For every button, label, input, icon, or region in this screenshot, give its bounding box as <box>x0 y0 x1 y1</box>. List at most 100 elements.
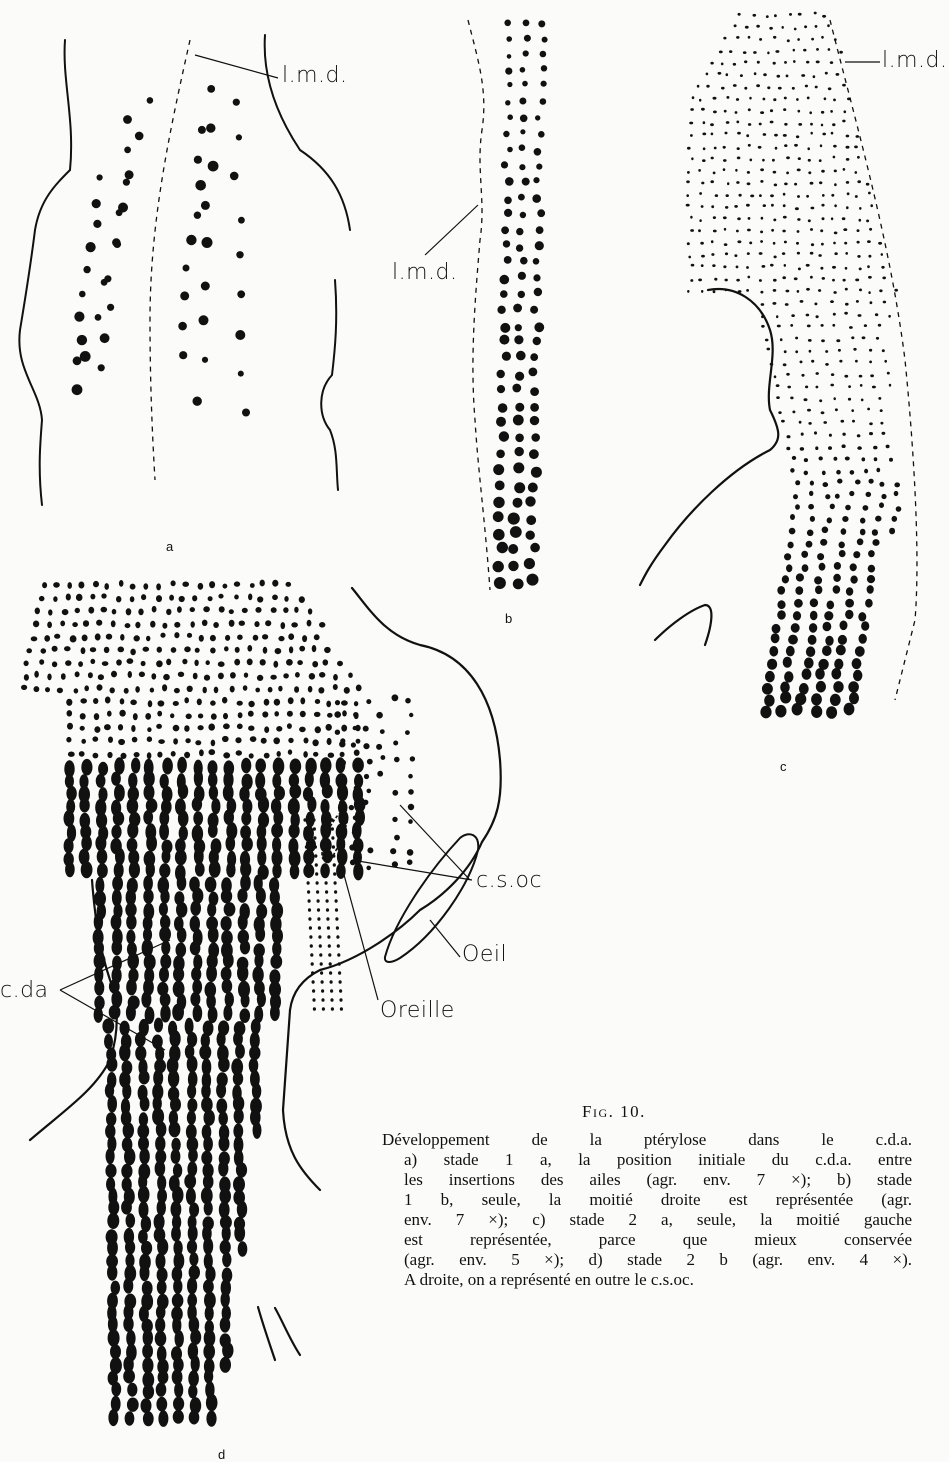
feather-dot <box>767 659 777 670</box>
feather-dot <box>206 965 217 982</box>
feather-dot <box>124 147 131 154</box>
feather-dot <box>806 541 813 548</box>
feather-dot <box>770 363 774 366</box>
feather-dot <box>727 182 729 185</box>
feather-dot <box>805 386 808 389</box>
feather-dot <box>223 723 230 729</box>
feather-dot <box>287 723 292 729</box>
feather-dot <box>84 685 89 691</box>
feather-dot <box>199 749 204 756</box>
feather-dot <box>26 648 32 653</box>
feather-dot <box>838 635 847 645</box>
feather-dot <box>97 174 103 180</box>
feather-dot <box>193 673 198 680</box>
feather-dot <box>794 183 797 186</box>
feather-dot <box>320 962 323 966</box>
feather-dot <box>738 290 742 293</box>
feather-dot <box>747 229 751 232</box>
feather-dot <box>147 736 152 742</box>
feather-dot <box>700 242 704 245</box>
feather-dot <box>831 194 834 197</box>
feather-dot <box>202 357 208 363</box>
feather-dot <box>201 1084 211 1099</box>
feather-dot <box>107 304 114 311</box>
feather-dot <box>177 757 187 773</box>
feather-dot <box>208 927 219 944</box>
feather-dot <box>764 695 774 707</box>
feather-dot <box>237 701 243 706</box>
feather-dot <box>312 998 315 1002</box>
feather-dot <box>857 434 861 437</box>
feather-dot <box>333 684 338 690</box>
feather-dot <box>712 264 715 267</box>
feather-dot <box>843 168 846 171</box>
feather-dot <box>754 72 757 75</box>
feather-dot <box>894 289 898 292</box>
feather-dot <box>745 26 749 29</box>
feather-dot <box>331 1007 334 1011</box>
feather-dot <box>724 243 728 246</box>
feather-dot <box>793 49 795 52</box>
feather-dot <box>352 758 364 773</box>
feather-dot <box>121 1200 132 1215</box>
feather-dot <box>304 827 307 831</box>
feather-dot <box>833 145 837 148</box>
feather-dot <box>310 944 313 948</box>
feather-dot <box>512 384 521 393</box>
feather-dot <box>309 935 312 939</box>
panel-d-oeil-label: Oeil <box>462 944 507 966</box>
feather-dot <box>111 772 121 786</box>
feather-dot <box>335 908 338 912</box>
feather-dot <box>869 479 874 484</box>
feather-dot <box>139 1070 150 1084</box>
feather-dot <box>236 134 242 140</box>
feather-dot <box>866 183 870 186</box>
feather-dot <box>253 1122 262 1139</box>
feather-dot <box>690 279 693 282</box>
feather-dot <box>804 658 814 669</box>
feather-dot <box>47 674 51 681</box>
feather-dot <box>762 265 766 268</box>
feather-dot <box>743 51 747 54</box>
feather-dot <box>340 817 345 822</box>
feather-dot <box>831 668 841 679</box>
feather-dot <box>837 479 842 484</box>
feather-dot <box>848 681 859 693</box>
feather-dot <box>98 364 105 371</box>
feather-dot <box>310 953 313 957</box>
feather-dot <box>141 1398 152 1413</box>
feather-dot <box>299 596 305 603</box>
feather-dot <box>822 646 832 657</box>
feather-dot <box>710 180 714 183</box>
feather-dot <box>810 228 813 231</box>
feather-dot <box>143 647 150 652</box>
feather-dot <box>530 353 538 361</box>
feather-dot <box>833 585 841 594</box>
feather-dot <box>787 386 791 389</box>
feather-dot <box>199 635 204 642</box>
feather-dot <box>324 647 331 653</box>
feather-dot <box>160 633 165 638</box>
feather-dot <box>205 877 217 893</box>
feather-dot <box>95 633 101 640</box>
feather-dot <box>803 49 806 52</box>
feather-dot <box>274 711 279 716</box>
feather-dot <box>88 672 93 678</box>
feather-dot <box>535 241 544 250</box>
feather-dot <box>316 881 319 885</box>
feather-dot <box>320 822 331 839</box>
feather-dot <box>813 75 816 78</box>
feather-dot <box>270 954 282 969</box>
feather-dot <box>290 759 302 775</box>
feather-dot <box>833 156 836 159</box>
feather-dot <box>507 54 512 59</box>
feather-dot <box>814 576 822 584</box>
feather-dot <box>846 135 850 138</box>
feather-dot <box>847 98 851 101</box>
feather-dot <box>869 349 872 352</box>
feather-dot <box>687 242 690 245</box>
feather-dot <box>193 1005 203 1022</box>
feather-dot <box>174 688 180 693</box>
feather-dot <box>174 622 180 628</box>
feather-dot <box>108 1409 118 1426</box>
